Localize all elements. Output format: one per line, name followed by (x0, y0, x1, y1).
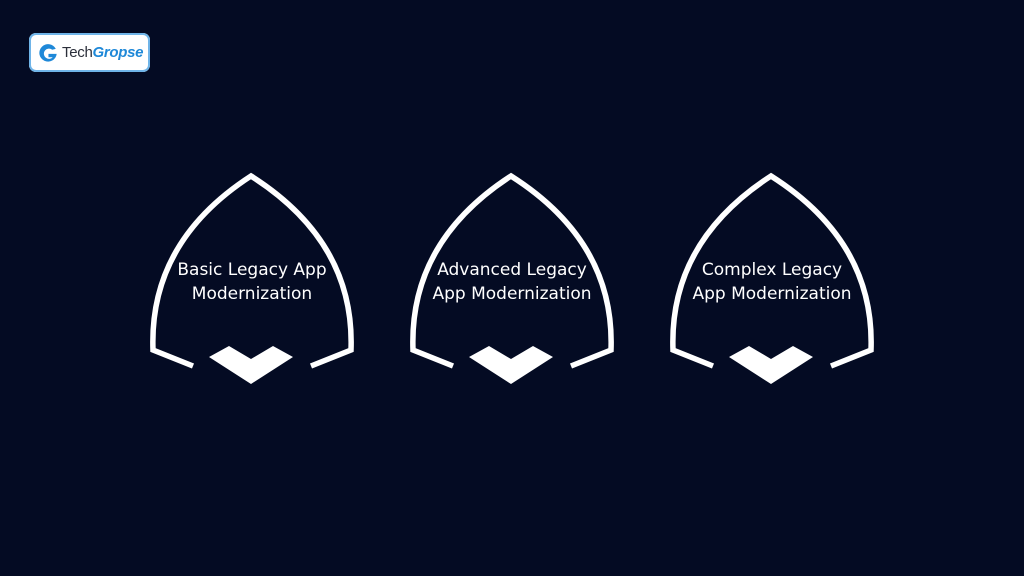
card-complex: Complex Legacy App Modernization (669, 172, 875, 388)
shield-frame-icon (410, 172, 614, 384)
card-label: Basic Legacy App Modernization (177, 260, 327, 304)
brand-name-part1: Tech (62, 44, 93, 61)
brand-name: TechGropse (62, 44, 144, 61)
g-logo-icon (39, 43, 57, 62)
chevron-down-icon (469, 346, 553, 384)
chevron-down-icon (729, 346, 813, 384)
chevron-down-icon (209, 346, 293, 384)
card-basic: Basic Legacy App Modernization (149, 172, 355, 388)
brand-logo[interactable]: TechGropse (29, 33, 150, 72)
card-label: Complex Legacy App Modernization (692, 260, 852, 304)
card-label: Advanced Legacy App Modernization (432, 260, 592, 304)
shield-frame-icon (150, 172, 354, 384)
card-advanced: Advanced Legacy App Modernization (409, 172, 615, 388)
shield-frame-icon (670, 172, 874, 384)
brand-name-part2: Gropse (92, 44, 144, 61)
